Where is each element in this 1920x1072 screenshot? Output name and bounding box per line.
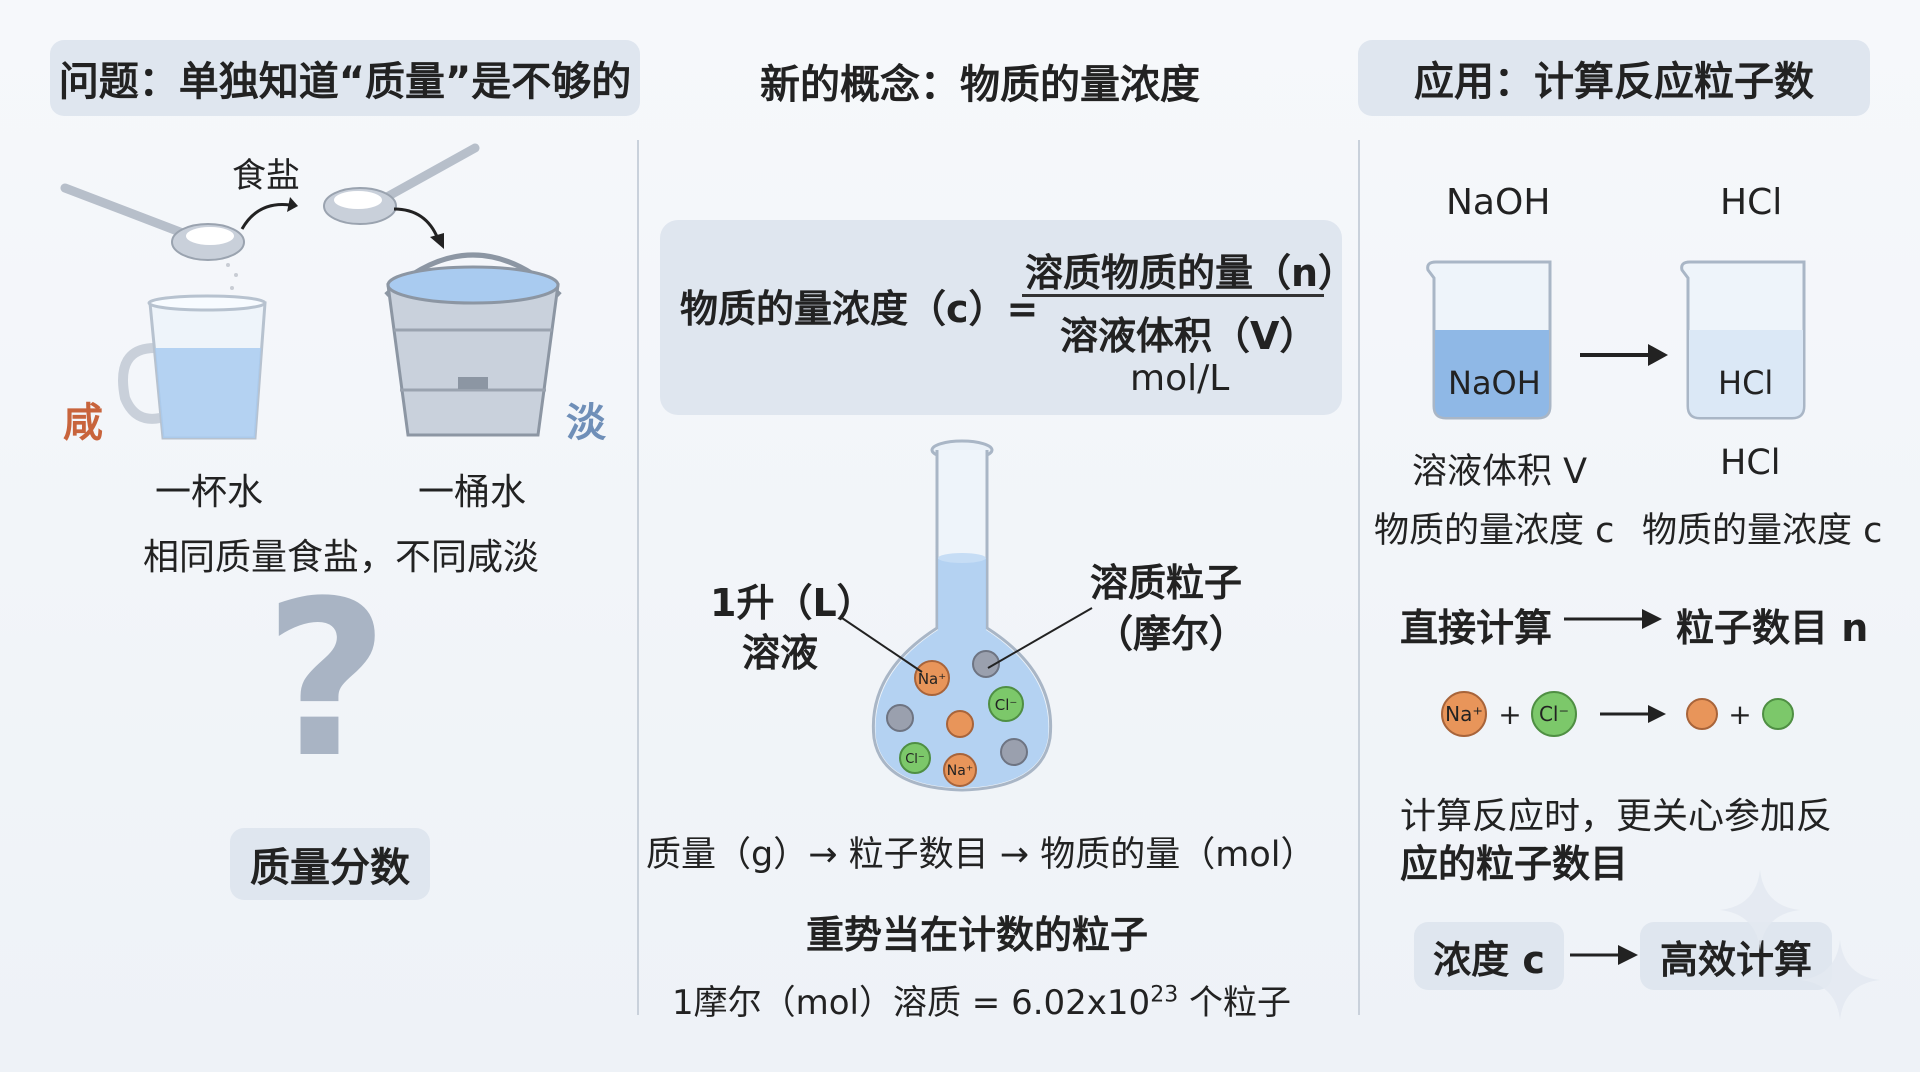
svg-text:Cl⁻: Cl⁻ [905, 752, 925, 767]
panel2-header: 新的概念：物质的量浓度 [760, 62, 1200, 108]
particle-na-2: Na⁺ [943, 753, 977, 787]
bucket-label: 一桶水 [418, 472, 527, 513]
spoon-left-icon [60, 183, 245, 290]
na-ion-icon: Na⁺ [1441, 691, 1487, 737]
flask-pointer-lines [841, 607, 1093, 673]
salt-label: 食盐 [232, 156, 300, 196]
avogadro-prefix: 1摩尔（mol）溶质 = 6.02x10 [672, 983, 1151, 1023]
svg-text:+: + [1498, 698, 1521, 731]
panel3-header-text: 应用：计算反应粒子数 [1414, 59, 1814, 105]
particle-neutral-1 [972, 650, 1000, 678]
hcl-beaker-icon [1680, 260, 1806, 420]
panel1-caption: 相同质量食盐，不同咸淡 [143, 537, 540, 578]
hcl-beaker-label: HCl [1718, 364, 1774, 402]
conversion-chain: 质量（g）→ 粒子数目 → 物质的量（mol） [646, 835, 1316, 875]
bucket-icon [384, 252, 562, 437]
concentration-badge-text: 浓度 c [1433, 937, 1545, 982]
volume-label-line1: 1升（L） [710, 581, 875, 625]
naoh-volume-label: 溶液体积 V [1412, 452, 1588, 492]
fraction-line [1022, 294, 1324, 297]
svg-text:Cl⁻: Cl⁻ [1539, 702, 1569, 726]
naoh-beaker-label: NaOH [1448, 364, 1541, 402]
efficient-badge: 高效计算 [1640, 922, 1832, 990]
panel3-header: 应用：计算反应粒子数 [1358, 40, 1870, 116]
ion-equation: Na⁺ + Cl⁻ + [1441, 691, 1794, 737]
arrow-to-spoon-icon [240, 197, 298, 230]
question-mark: ? [264, 554, 389, 805]
concentration-badge: 浓度 c [1414, 922, 1564, 990]
reaction-arrow-icon [1580, 344, 1668, 366]
particle-neutral-2 [886, 704, 914, 732]
svg-text:Na⁺: Na⁺ [947, 763, 973, 779]
formula-unit: mol/L [1130, 358, 1230, 399]
svg-text:+: + [1728, 698, 1751, 731]
volume-label-line2: 溶液 [742, 631, 819, 675]
efficiency-arrow-icon [1570, 945, 1638, 965]
particle-orange-1 [946, 710, 974, 738]
avogadro-line: 1摩尔（mol）溶质 = 6.02x1023 个粒子 [672, 975, 1291, 1024]
sparkle-icon [1720, 870, 1880, 1020]
bland-label: 淡 [566, 400, 606, 446]
flask-particles: Na⁺ Cl⁻ Cl⁻ Na⁺ [886, 650, 1028, 787]
formula-box [660, 220, 1342, 415]
hcl-title: HCl [1720, 182, 1783, 223]
formula-numerator: 溶质物质的量（n） [1025, 251, 1357, 295]
mass-fraction-text: 质量分数 [250, 845, 410, 891]
solute-label-line2: （摩尔） [1095, 612, 1248, 656]
panel1-header-text: 问题：单独知道“质量”是不够的 [58, 59, 632, 105]
divider-left [637, 140, 639, 1015]
direct-calc-arrow-icon [1564, 609, 1662, 629]
naoh-beaker-icon [1426, 260, 1552, 420]
hcl-name-label: HCl [1720, 443, 1781, 483]
product-orange-icon [1686, 698, 1718, 730]
solute-label-line1: 溶质粒子 [1090, 561, 1243, 605]
particle-cl-1: Cl⁻ [988, 686, 1024, 722]
formula-lhs: 物质的量浓度（c）= [680, 287, 1039, 331]
particle-neutral-3 [1000, 738, 1028, 766]
particle-na-1: Na⁺ [914, 660, 950, 696]
cl-ion-icon: Cl⁻ [1531, 691, 1577, 737]
hcl-conc-label: 物质的量浓度 c [1642, 511, 1883, 551]
product-green-icon [1762, 698, 1794, 730]
formula-denominator: 溶液体积（V） [1060, 314, 1318, 358]
reaction-note-line1: 计算反应时，更关心参加反 [1400, 796, 1833, 837]
naoh-title: NaOH [1446, 182, 1551, 223]
svg-text:Na⁺: Na⁺ [1445, 702, 1483, 726]
efficient-badge-text: 高效计算 [1659, 937, 1812, 982]
avogadro-exponent: 23 [1150, 982, 1179, 1008]
svg-text:Na⁺: Na⁺ [918, 670, 946, 688]
reaction-note-line2: 应的粒子数目 [1400, 842, 1629, 886]
counting-emphasis: 重势当在计数的粒子 [806, 913, 1149, 957]
arrow-to-bucket-icon [393, 207, 444, 249]
avogadro-suffix: 个粒子 [1178, 983, 1292, 1023]
direct-calc-label: 直接计算 [1400, 606, 1553, 650]
panel1-header: 问题：单独知道“质量”是不够的 [50, 40, 640, 116]
cup-label: 一杯水 [155, 472, 264, 513]
particle-count-label: 粒子数目 n [1676, 606, 1869, 650]
divider-right [1358, 140, 1360, 1015]
particle-cl-2: Cl⁻ [899, 742, 931, 774]
salty-label: 咸 [63, 400, 103, 446]
spoon-right-icon [323, 143, 480, 225]
cup-icon [118, 294, 267, 440]
mass-fraction-badge: 质量分数 [230, 828, 430, 900]
naoh-conc-label: 物质的量浓度 c [1374, 511, 1615, 551]
svg-text:Cl⁻: Cl⁻ [995, 696, 1018, 714]
